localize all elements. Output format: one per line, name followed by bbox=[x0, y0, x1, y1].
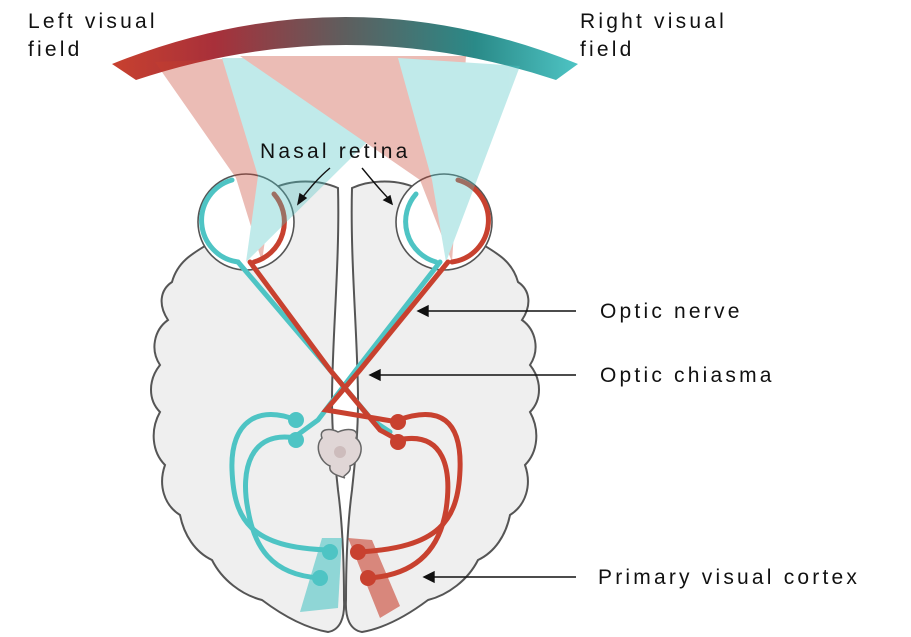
primary-visual-cortex-label: Primary visual cortex bbox=[598, 566, 860, 589]
optic-chiasma-label: Optic chiasma bbox=[600, 364, 775, 387]
field-cones bbox=[155, 56, 520, 262]
right-pathway bbox=[247, 259, 463, 581]
right-visual-field-label-line2: field bbox=[580, 38, 635, 61]
lgn-nuclei bbox=[288, 412, 406, 450]
left-visual-field-label: Left visual bbox=[28, 10, 158, 33]
right-hemisphere bbox=[344, 180, 540, 634]
optic-nerve-label: Optic nerve bbox=[600, 300, 743, 323]
nasal-retina-label: Nasal retina bbox=[260, 140, 410, 163]
left-hemisphere bbox=[150, 180, 346, 634]
visual-field-arc bbox=[112, 17, 578, 80]
left-visual-field-label-line2: field bbox=[28, 38, 83, 61]
right-visual-field-label: Right visual bbox=[580, 10, 727, 33]
brain bbox=[150, 180, 540, 634]
label-arrows bbox=[296, 167, 576, 584]
visual-cortex bbox=[300, 538, 400, 618]
